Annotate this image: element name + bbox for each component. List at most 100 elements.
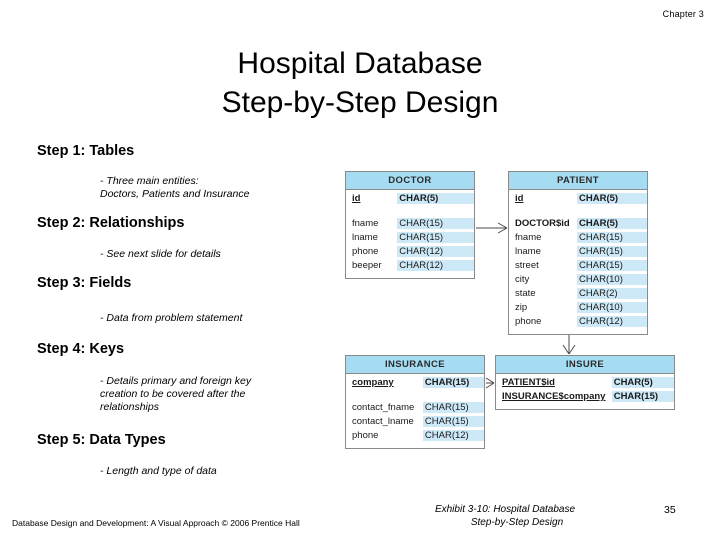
- field-name: fname: [352, 218, 379, 229]
- step-detail-3-line-1: - Data from problem statement: [100, 312, 243, 324]
- field-type: CHAR(12): [422, 430, 484, 441]
- entity-table-patient-title: PATIENT: [509, 172, 647, 190]
- entity-table-insure[interactable]: INSURE PATIENT$id CHAR(5) INSURANCE$comp…: [495, 355, 675, 410]
- field-name: phone: [352, 246, 379, 257]
- field-type: CHAR(15): [577, 260, 647, 271]
- table-row: DOCTOR$id CHAR(5): [509, 218, 647, 232]
- step-detail-1-line-2: Doctors, Patients and Insurance: [100, 188, 250, 200]
- field-name: street: [515, 260, 539, 271]
- field-name: company: [352, 377, 394, 388]
- field-name: lname: [352, 232, 378, 243]
- entity-table-patient[interactable]: PATIENT id CHAR(5) DOCTOR$id CHAR(5) fna…: [508, 171, 648, 335]
- field-type: CHAR(10): [577, 274, 647, 285]
- field-type: CHAR(10): [577, 302, 647, 313]
- steps-list: Step 1: Tables - Three main entities: Do…: [37, 143, 337, 478]
- step-heading-1: Step 1: Tables: [37, 143, 135, 159]
- field-name: lname: [515, 246, 541, 257]
- entity-table-doctor[interactable]: DOCTOR id CHAR(5) fname CHAR(15) lname C…: [345, 171, 475, 279]
- field-type: CHAR(12): [397, 260, 474, 271]
- field-type: CHAR(12): [577, 316, 647, 327]
- entity-table-patient-body: id CHAR(5) DOCTOR$id CHAR(5) fname CHAR(…: [509, 190, 647, 334]
- step-heading-4: Step 4: Keys: [37, 341, 125, 357]
- table-row: street CHAR(15): [509, 260, 647, 274]
- step-detail-4-line-2: creation to be covered after the: [100, 388, 246, 400]
- field-name: INSURANCE$company: [502, 391, 606, 402]
- step-detail-3: - Data from problem statement: [37, 312, 337, 325]
- field-name: zip: [515, 302, 528, 313]
- table-row: contact_lname CHAR(15): [346, 416, 484, 430]
- field-type: CHAR(5): [397, 193, 474, 204]
- step-detail-1-line-1: - Three main entities:: [100, 175, 199, 187]
- field-type: CHAR(5): [577, 218, 647, 229]
- field-type: CHAR(5): [577, 193, 647, 204]
- entity-table-insurance-body: company CHAR(15) contact_fname CHAR(15) …: [346, 374, 484, 448]
- table-row: phone CHAR(12): [509, 316, 647, 330]
- table-row: city CHAR(10): [509, 274, 647, 288]
- table-row: beeper CHAR(12): [346, 260, 474, 274]
- entity-table-doctor-title: DOCTOR: [346, 172, 474, 190]
- field-type: CHAR(15): [611, 391, 674, 402]
- field-name: DOCTOR$id: [515, 218, 570, 229]
- field-type: CHAR(15): [422, 377, 484, 388]
- footer-credit: Database Design and Development: A Visua…: [12, 518, 300, 528]
- field-name: city: [515, 274, 530, 285]
- table-row: zip CHAR(10): [509, 302, 647, 316]
- field-name: id: [352, 193, 361, 204]
- table-row: state CHAR(2): [509, 288, 647, 302]
- step-heading-5: Step 5: Data Types: [37, 432, 166, 448]
- page-title-line-2: Step-by-Step Design: [221, 86, 499, 119]
- table-row: PATIENT$id CHAR(5): [496, 377, 674, 391]
- step-detail-2-line-1: - See next slide for details: [100, 248, 221, 260]
- field-name: state: [515, 288, 536, 299]
- step-detail-4-line-3: relationships: [100, 401, 159, 413]
- table-row: contact_fname CHAR(15): [346, 402, 484, 416]
- table-row: phone CHAR(12): [346, 430, 484, 444]
- field-name: PATIENT$id: [502, 377, 555, 388]
- step-heading-2: Step 2: Relationships: [37, 215, 185, 231]
- exhibit-caption-line-2: Step-by-Step Design: [470, 517, 564, 528]
- field-type: CHAR(15): [577, 246, 647, 257]
- step-detail-1: - Three main entities: Doctors, Patients…: [37, 175, 337, 201]
- table-row-spacer: [346, 207, 474, 218]
- entity-table-doctor-body: id CHAR(5) fname CHAR(15) lname CHAR(15)…: [346, 190, 474, 278]
- entity-table-insurance[interactable]: INSURANCE company CHAR(15) contact_fname…: [345, 355, 485, 449]
- step-heading-3: Step 3: Fields: [37, 275, 132, 291]
- step-detail-4: - Details primary and foreign key creati…: [37, 375, 337, 414]
- connector-insurance-insure: [485, 377, 495, 389]
- table-row: lname CHAR(15): [509, 246, 647, 260]
- step-detail-5: - Length and type of data: [37, 465, 337, 478]
- field-name: fname: [515, 232, 542, 243]
- table-row: phone CHAR(12): [346, 246, 474, 260]
- connector-patient-insure: [562, 335, 576, 355]
- chapter-label: Chapter 3: [662, 9, 704, 19]
- field-name: phone: [352, 430, 379, 441]
- field-type: CHAR(5): [611, 377, 674, 388]
- table-row: id CHAR(5): [509, 193, 647, 207]
- field-type: CHAR(12): [397, 246, 474, 257]
- page-title-line-1: Hospital Database: [237, 47, 483, 80]
- field-name: contact_fname: [352, 402, 415, 413]
- step-detail-4-line-1: - Details primary and foreign key: [100, 375, 252, 387]
- field-name: beeper: [352, 260, 382, 271]
- connector-doctor-patient: [476, 222, 508, 234]
- entity-table-insure-title: INSURE: [496, 356, 674, 374]
- field-type: CHAR(15): [397, 232, 474, 243]
- table-row-spacer: [346, 391, 484, 402]
- field-name: phone: [515, 316, 542, 327]
- field-type: CHAR(2): [577, 288, 647, 299]
- table-row-spacer: [509, 207, 647, 218]
- field-name: id: [515, 193, 524, 204]
- table-row: fname CHAR(15): [346, 218, 474, 232]
- field-type: CHAR(15): [422, 402, 484, 413]
- table-row: lname CHAR(15): [346, 232, 474, 246]
- table-row: company CHAR(15): [346, 377, 484, 391]
- field-type: CHAR(15): [397, 218, 474, 229]
- table-row: id CHAR(5): [346, 193, 474, 207]
- field-name: contact_lname: [352, 416, 414, 427]
- exhibit-caption: Exhibit 3-10: Hospital Database Step-by-…: [380, 503, 630, 529]
- step-detail-2: - See next slide for details: [37, 248, 337, 261]
- field-type: CHAR(15): [422, 416, 484, 427]
